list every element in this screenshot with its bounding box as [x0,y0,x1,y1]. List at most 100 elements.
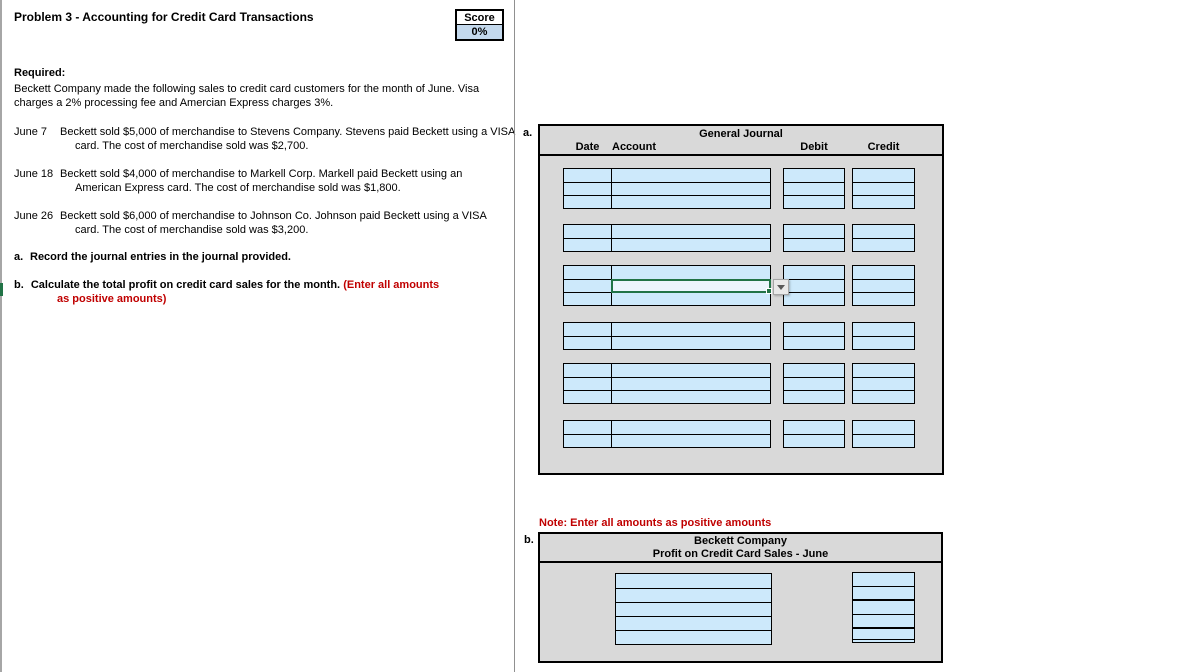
journal-credit-cell[interactable] [853,364,914,377]
journal-credit-cell[interactable] [853,195,914,208]
journal-account-cell[interactable] [612,378,770,390]
instruction-b-note: as positive amounts) [57,293,167,305]
score-box: Score 0% [455,9,504,41]
journal-account-cell[interactable] [612,239,770,251]
journal-section-label: a. [523,127,533,139]
journal-date-cell[interactable] [564,239,612,251]
journal-account-cell[interactable] [612,266,770,279]
profit-amount-cell[interactable] [853,601,914,615]
transaction-text: Beckett sold $6,000 of merchandise to Jo… [60,210,487,222]
journal-account-cell-selected[interactable] [611,279,789,295]
journal-col-header-credit: Credit [867,141,900,153]
journal-account-cell[interactable] [612,169,770,182]
journal-account-cell[interactable] [612,183,770,195]
journal-credit-cell[interactable] [853,169,914,182]
journal-account-cell[interactable] [612,391,770,403]
profit-note: Note: Enter all amounts as positive amou… [539,517,772,529]
profit-label-column [615,573,772,645]
journal-credit-cell[interactable] [853,266,914,279]
journal-col-header-account: Account [612,141,656,153]
selection-edge-fragment [0,283,3,296]
journal-date-cell[interactable] [564,364,612,377]
profit-amount-cell[interactable] [853,629,914,643]
journal-credit-cell[interactable] [853,434,914,447]
journal-debit-cell[interactable] [784,364,844,377]
profit-amount-cell[interactable] [853,573,914,587]
journal-credit-cell[interactable] [853,323,914,336]
journal-debit-cell[interactable] [784,182,844,195]
journal-debit-cell[interactable] [784,279,844,292]
profit-amount-cell[interactable] [853,615,914,629]
journal-account-cell[interactable] [612,323,770,336]
journal-credit-cell[interactable] [853,182,914,195]
intro-line: charges a 2% processing fee and Amercian… [14,97,334,109]
journal-date-cell[interactable] [564,391,612,403]
journal-account-cell[interactable] [612,337,770,349]
profit-description-cell[interactable] [616,630,771,644]
profit-description-cell[interactable] [616,588,771,602]
transaction-date: June 7 [14,126,48,138]
journal-debit-cell[interactable] [784,421,844,434]
general-journal-panel: General Journal Date Account Debit Credi… [538,124,944,475]
journal-credit-cell[interactable] [853,238,914,251]
journal-debit-cell[interactable] [784,390,844,403]
journal-date-cell[interactable] [564,183,612,195]
instruction-b-text: Calculate the total profit on credit car… [30,279,341,291]
journal-debit-cell[interactable] [784,266,844,279]
profit-section-label: b. [524,534,534,546]
journal-debit-cell[interactable] [784,336,844,349]
journal-account-cell[interactable] [612,225,770,238]
column-gridline [514,0,515,672]
journal-account-cell[interactable] [612,364,770,377]
profit-description-cell[interactable] [616,574,771,588]
journal-credit-cell[interactable] [853,377,914,390]
profit-panel: Beckett Company Profit on Credit Card Sa… [538,532,943,663]
journal-debit-cell[interactable] [784,323,844,336]
journal-credit-cell[interactable] [853,390,914,403]
journal-date-cell[interactable] [564,323,612,336]
instruction-a-label: a. [14,251,24,263]
journal-debit-cell[interactable] [784,292,844,305]
journal-credit-cell[interactable] [853,336,914,349]
journal-credit-cell[interactable] [853,292,914,305]
journal-date-cell[interactable] [564,266,612,279]
journal-credit-cell[interactable] [853,279,914,292]
profit-description-cell[interactable] [616,602,771,616]
profit-subtitle: Profit on Credit Card Sales - June [652,548,829,560]
score-value: 0% [457,25,502,39]
instruction-b-label: b. [14,279,24,291]
journal-date-cell[interactable] [564,280,612,292]
profit-company: Beckett Company [694,535,787,547]
journal-debit-cell[interactable] [784,238,844,251]
journal-debit-cell[interactable] [784,169,844,182]
journal-date-cell[interactable] [564,378,612,390]
journal-date-cell[interactable] [564,435,612,447]
transaction-text: Beckett sold $4,000 of merchandise to Ma… [60,168,463,180]
journal-account-cell[interactable] [612,421,770,434]
journal-date-cell[interactable] [564,169,612,182]
profit-description-cell[interactable] [616,616,771,630]
transaction-text: card. The cost of merchandise sold was $… [75,224,309,236]
journal-title: General Journal [699,128,783,140]
journal-debit-cell[interactable] [784,225,844,238]
journal-debit-cell[interactable] [784,434,844,447]
journal-credit-cell[interactable] [853,421,914,434]
journal-date-cell[interactable] [564,196,612,208]
page-title: Problem 3 - Accounting for Credit Card T… [14,10,314,24]
transaction-date: June 26 [14,210,54,222]
profit-amount-column [852,572,915,643]
profit-amount-cell[interactable] [853,587,914,601]
journal-debit-cell[interactable] [784,195,844,208]
journal-date-cell[interactable] [564,225,612,238]
journal-debit-cell[interactable] [784,377,844,390]
instruction-b-note: (Enter all amounts [343,279,440,291]
account-dropdown-button[interactable] [773,279,789,295]
journal-credit-cell[interactable] [853,225,914,238]
journal-date-cell[interactable] [564,337,612,349]
journal-account-cell[interactable] [612,435,770,447]
journal-date-cell[interactable] [564,421,612,434]
journal-account-cell[interactable] [612,293,770,305]
journal-date-cell[interactable] [564,293,612,305]
journal-account-cell[interactable] [612,196,770,208]
